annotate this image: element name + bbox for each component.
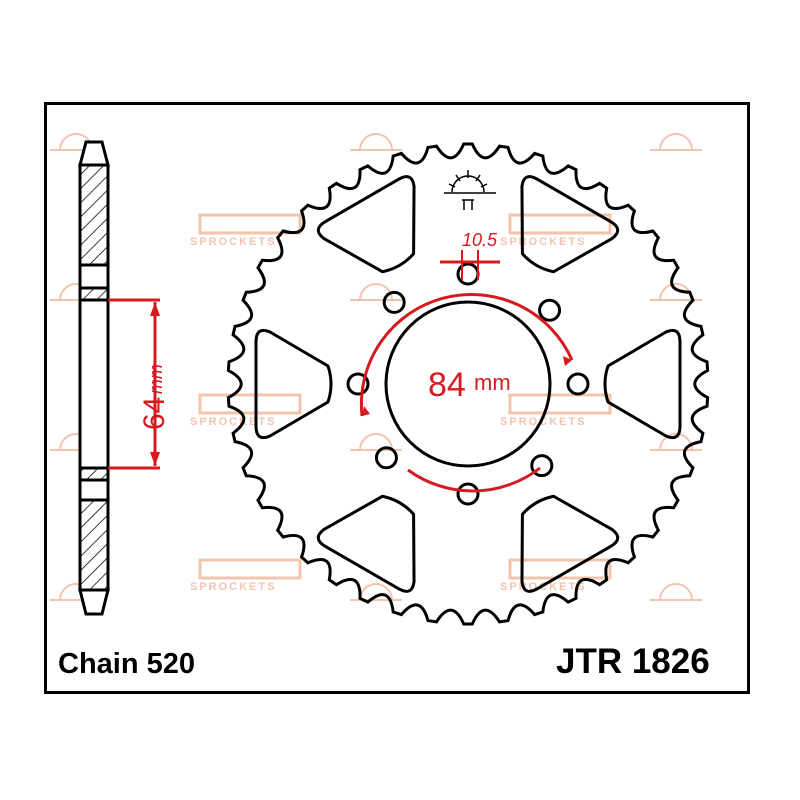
watermark-text: SPROCKETS — [500, 236, 586, 248]
center-distance-value: 64 — [138, 397, 171, 430]
watermark-logo — [508, 213, 612, 235]
lightening-cutouts — [254, 175, 682, 593]
bolt-hole-dimension: 10.5 — [462, 230, 498, 250]
hatched-section — [78, 498, 110, 592]
watermark-text: SPROCKETS — [190, 581, 276, 593]
lightening-cutout — [316, 494, 416, 593]
jt-logo-icon — [444, 170, 496, 210]
bolt-hole — [566, 372, 590, 396]
hatched-section — [78, 466, 110, 482]
lightening-cutout — [520, 175, 620, 274]
watermark-logo — [508, 558, 612, 580]
watermark-text: SPROCKETS — [190, 416, 276, 428]
bolt-hole — [346, 372, 370, 396]
pcd-unit: mm — [474, 370, 511, 395]
bolt-hole — [530, 454, 554, 478]
watermark-sun-icon — [650, 283, 702, 301]
watermark-logo — [508, 393, 612, 415]
drawing-frame — [44, 102, 750, 694]
bolt-hole — [382, 290, 406, 314]
sprocket-outline — [226, 142, 710, 626]
bolt-hole — [374, 446, 398, 470]
bolt-holes — [346, 262, 590, 506]
lightening-cutout — [520, 494, 620, 593]
pcd-value: 84 — [428, 366, 466, 404]
bolt-hole — [456, 482, 480, 506]
center-bore — [384, 300, 552, 468]
center-distance-unit: mm — [146, 364, 166, 394]
watermark-sun-icon — [650, 133, 702, 151]
watermark-logo — [198, 393, 302, 415]
lightening-cutout — [254, 328, 333, 440]
watermark-logo — [198, 558, 302, 580]
lightening-cutout — [316, 175, 416, 274]
hatched-section — [78, 163, 110, 267]
part-number-title: JTR 1826 — [556, 642, 710, 681]
hatched-section — [78, 286, 110, 302]
chain-size-label: Chain 520 — [58, 648, 195, 680]
watermark-sun-icon — [350, 433, 402, 451]
bolt-hole — [538, 298, 562, 322]
side-profile — [78, 140, 110, 616]
watermark-text: SPROCKETS — [190, 236, 276, 248]
watermark-logo — [198, 213, 302, 235]
watermark-sun-icon — [650, 583, 702, 601]
dimension-layer: 10.5 84 mm 64 mm — [108, 230, 574, 493]
watermark-sun-icon — [350, 133, 402, 151]
lightening-cutout — [603, 328, 682, 440]
